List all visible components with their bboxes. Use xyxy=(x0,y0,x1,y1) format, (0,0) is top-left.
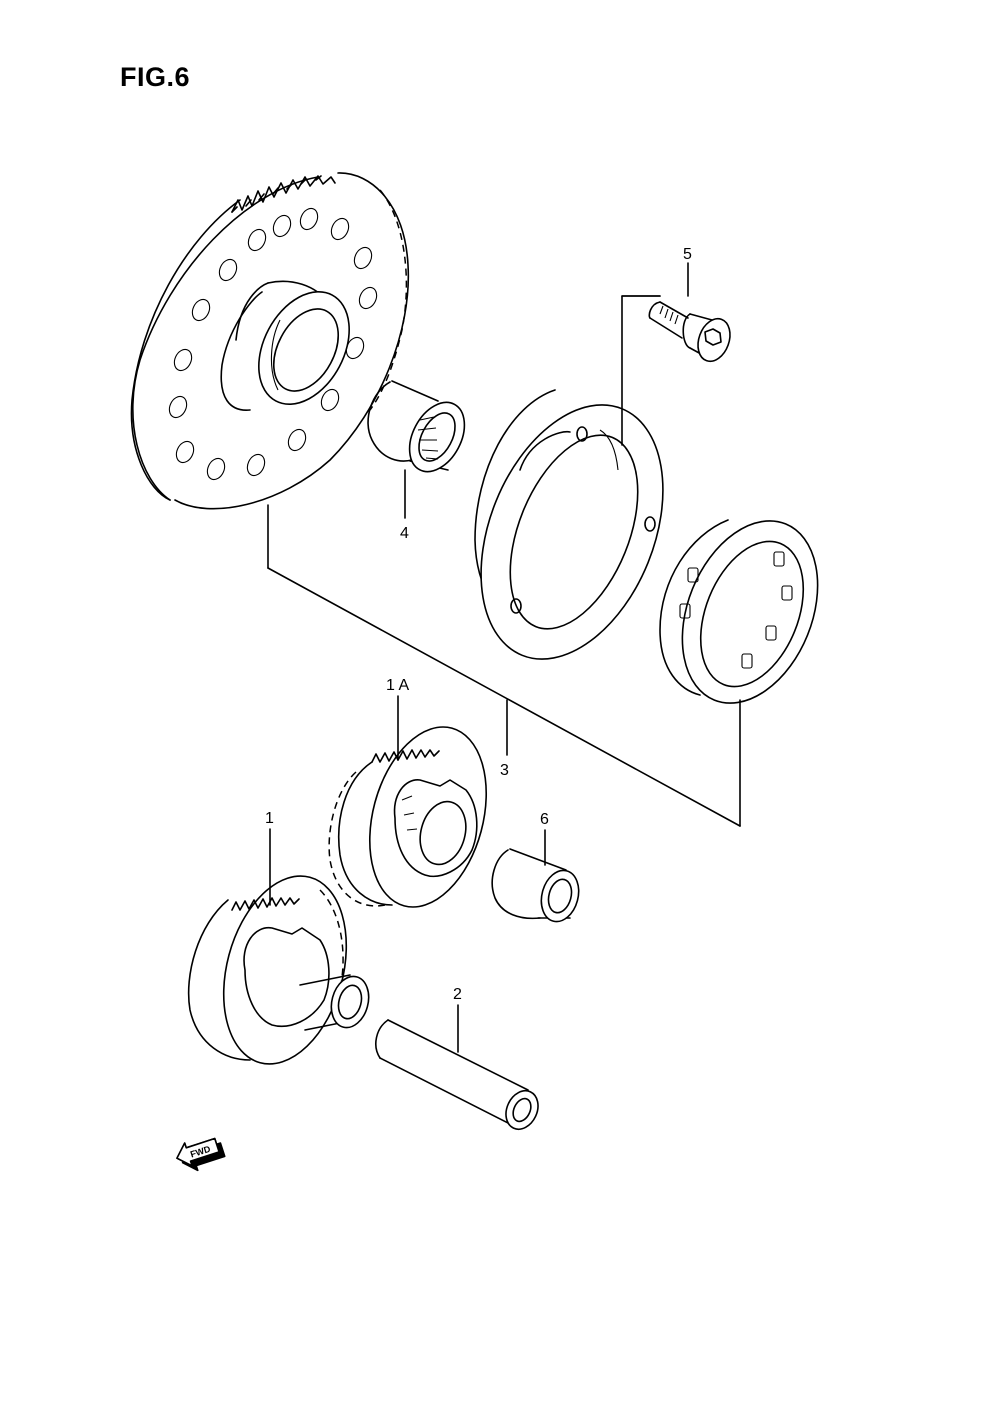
part-3-starter-clutch-gear xyxy=(130,172,410,510)
part-2-shaft xyxy=(375,1019,539,1131)
leader-lines xyxy=(267,262,741,1053)
sprag-cage xyxy=(659,519,819,704)
callout-2: 2 xyxy=(453,986,462,1003)
one-way-clutch-housing xyxy=(474,389,664,660)
part-1a-idle-gear xyxy=(328,726,488,908)
part-4-needle-bearing xyxy=(367,380,466,473)
part-6-bush xyxy=(491,848,580,923)
part-5-socket-bolt xyxy=(648,301,731,363)
callout-1a: 1 A xyxy=(386,677,409,694)
callout-5: 5 xyxy=(683,246,692,263)
callout-6: 6 xyxy=(540,811,549,828)
callout-4: 4 xyxy=(400,525,409,542)
figure-title: FIG.6 xyxy=(120,62,191,92)
callout-3: 3 xyxy=(500,762,509,779)
forward-direction-arrow: FWD xyxy=(176,1137,226,1172)
callout-labels: 5 4 1 A 3 1 6 2 xyxy=(265,246,692,1003)
part-1-idle-gear xyxy=(187,875,370,1065)
callout-1: 1 xyxy=(265,810,274,827)
